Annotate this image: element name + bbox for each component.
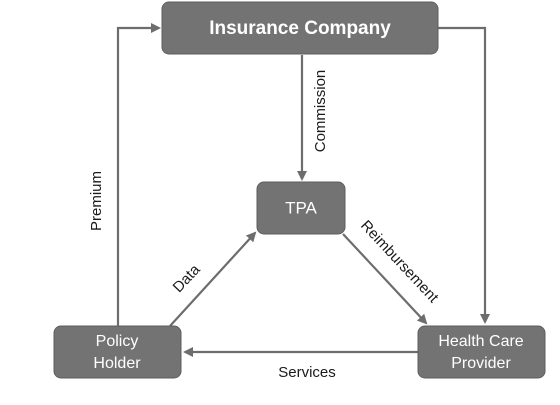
reimbursement-arrow	[342, 233, 428, 325]
policy-holder-node: Policy Holder	[53, 325, 182, 379]
tpa-node: TPA	[256, 181, 346, 235]
policy-holder-label-line2: Holder	[93, 355, 141, 372]
insurance-company-label: Insurance Company	[209, 18, 391, 39]
data-label: Data	[170, 261, 204, 296]
premium-arrow	[116, 23, 161, 326]
tpa-label: TPA	[285, 198, 317, 217]
health-care-provider-node: Health Care Provider	[417, 325, 546, 379]
premium-label: Premium	[88, 171, 105, 231]
payment-arrow	[438, 26, 490, 324]
data-arrow	[169, 231, 257, 327]
services-label: Services	[278, 364, 336, 381]
health-care-provider-label-line1: Health Care	[438, 333, 523, 350]
insurance-company-node: Insurance Company	[161, 1, 439, 55]
health-care-provider-label-line2: Provider	[451, 355, 511, 372]
commission-label: Commission	[312, 70, 329, 153]
policy-holder-label-line1: Policy	[96, 333, 139, 350]
